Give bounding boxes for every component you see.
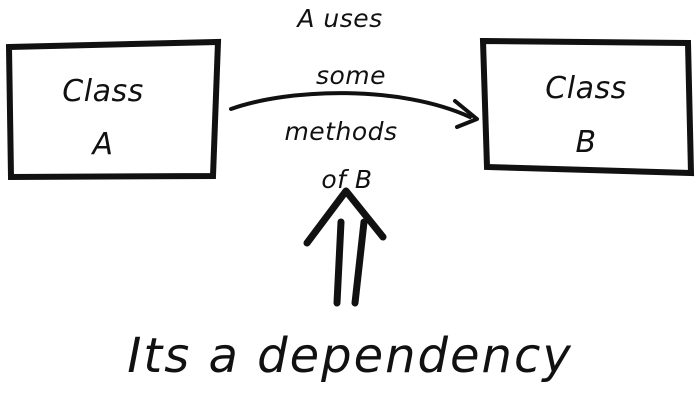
edge-label-line-2: some bbox=[316, 61, 386, 90]
class-a-box[interactable]: Class A bbox=[5, 38, 222, 181]
up-arrow bbox=[303, 187, 387, 307]
caption-text: Its a dependency bbox=[127, 328, 573, 384]
up-arrow-head-icon bbox=[303, 187, 387, 247]
dependency-arrow bbox=[229, 91, 479, 129]
dependency-arrow-label: A uses some methods of B bbox=[284, 4, 397, 194]
up-arrow-shaft-right bbox=[351, 218, 368, 307]
class-b-box-outline bbox=[479, 37, 695, 177]
edge-label-line-3: methods bbox=[284, 117, 397, 146]
class-b-label-line2: B bbox=[575, 125, 596, 160]
class-a-box-outline bbox=[5, 38, 222, 181]
dependency-arrow-curve bbox=[229, 91, 472, 119]
up-arrow-shaft-left bbox=[333, 218, 345, 307]
edge-label-line-1: A uses bbox=[295, 4, 382, 33]
class-b-box[interactable]: Class B bbox=[479, 37, 695, 177]
dependency-arrow-head-icon bbox=[453, 99, 479, 129]
class-a-label-line2: A bbox=[90, 127, 113, 162]
class-b-label-line1: Class bbox=[545, 71, 626, 106]
class-a-label-line1: Class bbox=[62, 74, 143, 109]
